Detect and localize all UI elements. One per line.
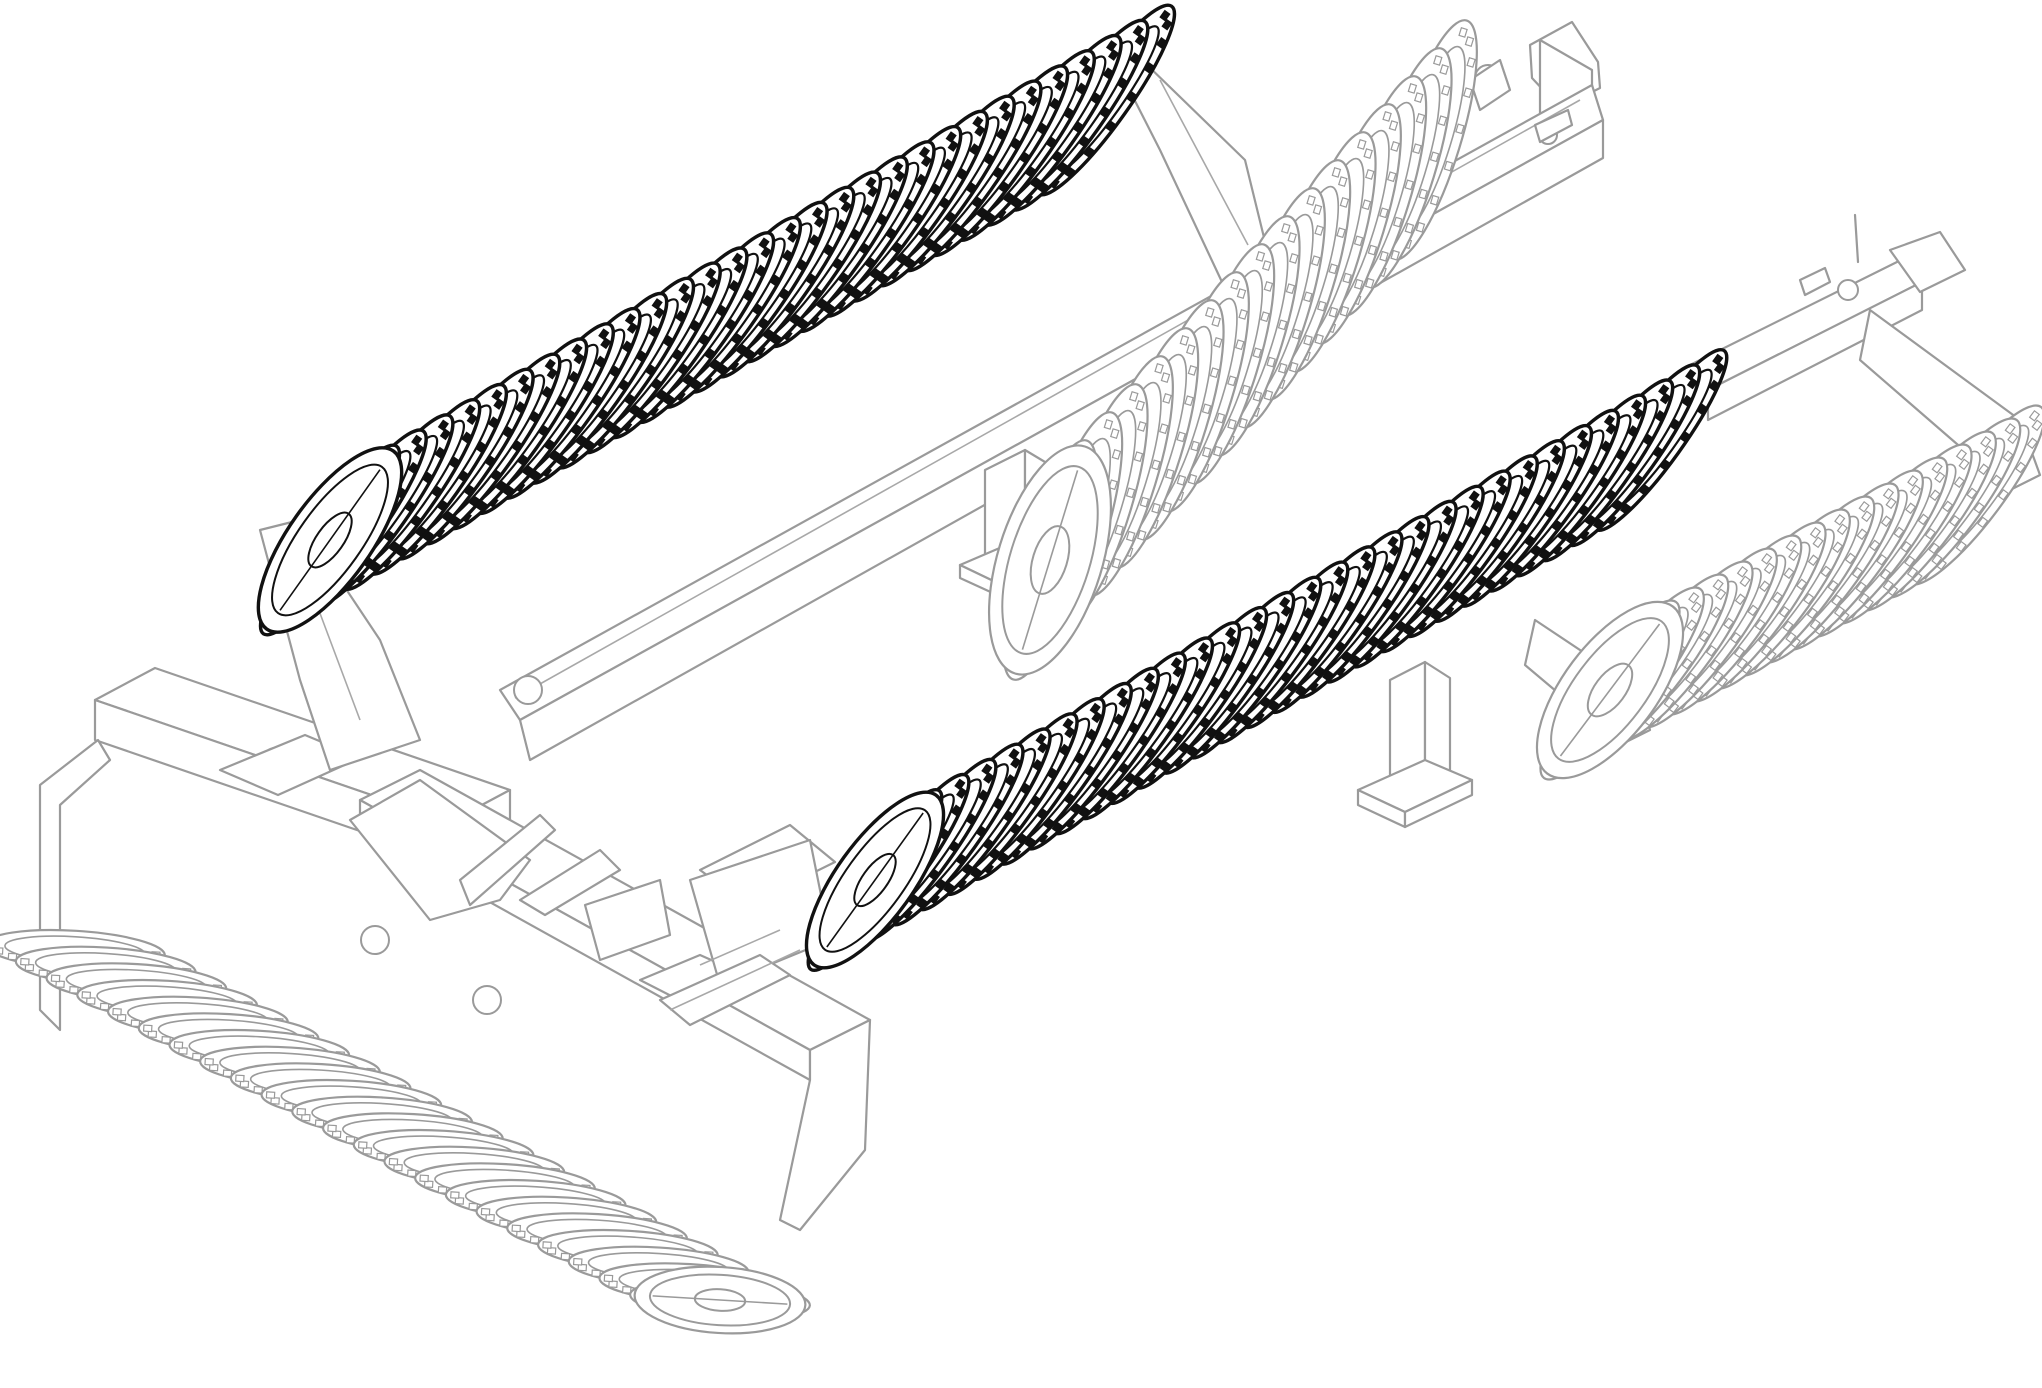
- central-hitch: [348, 778, 837, 1027]
- rollers-layer: [0, 3, 2042, 1335]
- front-left-roller-end-hub: [633, 1265, 807, 1335]
- right-support-post: [1356, 660, 1474, 829]
- front-left-roller: [0, 928, 811, 1335]
- rear-right-roller: [987, 19, 1478, 681]
- center-roller: [804, 348, 1729, 972]
- upper-gusset: [1130, 58, 1272, 284]
- rear-right-roller-end-hub: [987, 444, 1113, 676]
- right-roller-end-hub: [1535, 600, 1685, 780]
- right-roller: [1535, 404, 2042, 781]
- rear-left-roller: [256, 3, 1177, 637]
- center-roller-end-hub: [804, 790, 946, 970]
- rear-left-roller-end-hub: [256, 446, 404, 634]
